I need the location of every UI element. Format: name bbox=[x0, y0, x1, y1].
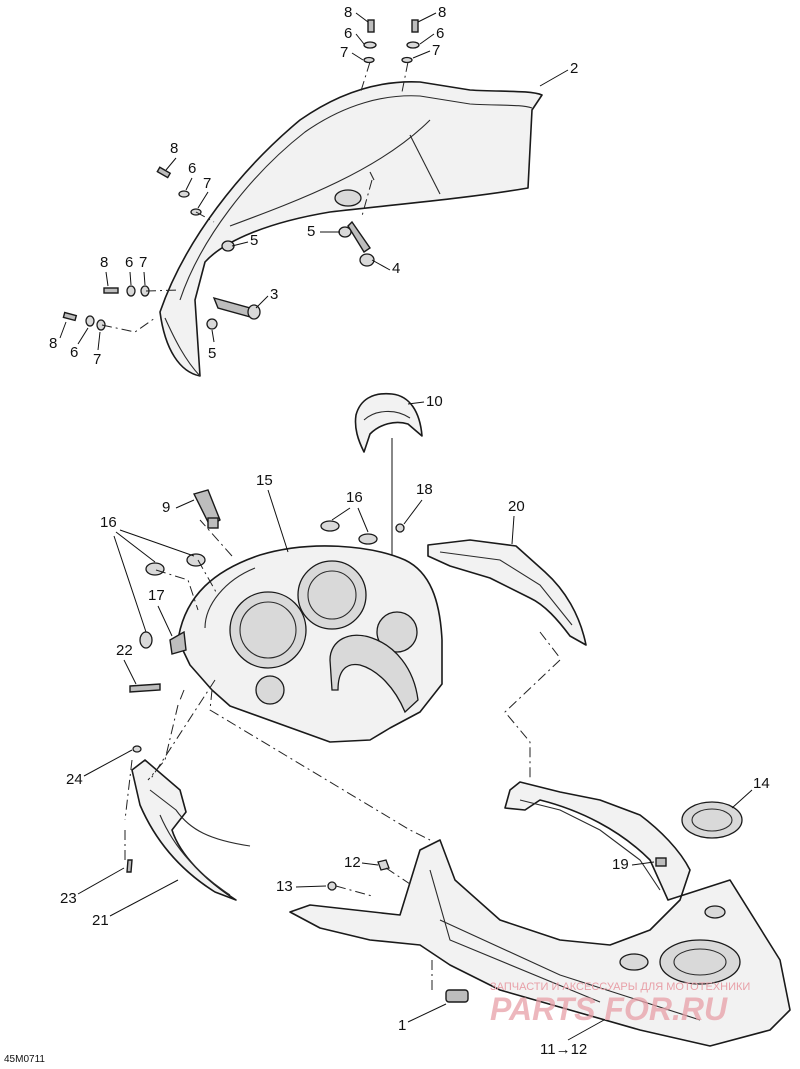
lower-fairing-1 bbox=[289, 781, 791, 1047]
callout-20: 20 bbox=[508, 498, 525, 515]
callout-8: 8 bbox=[438, 4, 446, 21]
callout-15: 15 bbox=[256, 472, 273, 489]
callout-7: 7 bbox=[139, 254, 147, 271]
callout-22: 22 bbox=[116, 642, 133, 659]
grommet bbox=[186, 553, 206, 567]
callout-21: 21 bbox=[92, 912, 109, 929]
connector-9 bbox=[192, 489, 221, 529]
side-trim-20 bbox=[427, 539, 587, 646]
grommet bbox=[320, 520, 340, 532]
callout-16: 16 bbox=[346, 489, 363, 506]
callout-24: 24 bbox=[66, 771, 83, 788]
side-trim-21 bbox=[131, 759, 251, 901]
callout-8: 8 bbox=[344, 4, 352, 21]
windshield-cowl bbox=[159, 80, 543, 377]
callout-6: 6 bbox=[436, 25, 444, 42]
callout-8: 8 bbox=[49, 335, 57, 352]
callout-7: 7 bbox=[203, 175, 211, 192]
callout-12: 12 bbox=[344, 854, 361, 871]
reference-code: 45M0711 bbox=[4, 1054, 45, 1065]
grommet bbox=[358, 533, 378, 545]
callout-17: 17 bbox=[148, 587, 165, 604]
callout-3: 3 bbox=[270, 286, 278, 303]
callout-8: 8 bbox=[170, 140, 178, 157]
hardware-top-left bbox=[363, 19, 377, 64]
hardware-row-upper bbox=[103, 285, 150, 297]
callout-5: 5 bbox=[307, 223, 315, 240]
callout-4: 4 bbox=[392, 260, 400, 277]
callout-6: 6 bbox=[344, 25, 352, 42]
callout-23: 23 bbox=[60, 890, 77, 907]
callout-13: 13 bbox=[276, 878, 293, 895]
callout-9: 9 bbox=[162, 499, 170, 516]
callout-10: 10 bbox=[426, 393, 443, 410]
callout-14: 14 bbox=[753, 775, 770, 792]
watermark-brand: PARTS FOR.RU bbox=[490, 991, 728, 1027]
rivets-5 bbox=[206, 226, 352, 330]
hardware-top-right bbox=[401, 19, 420, 64]
watermark: ЗАПЧАСТИ И АКСЕССУАРЫ ДЛЯ МОТОТЕХНИКИ PA… bbox=[490, 981, 750, 1027]
hardware-row-lower bbox=[62, 311, 106, 331]
instrument-panel-15 bbox=[177, 545, 443, 743]
callout-18: 18 bbox=[416, 481, 433, 498]
callout-6: 6 bbox=[125, 254, 133, 271]
mirror-mount-3 bbox=[212, 296, 261, 320]
mirror-mount-4 bbox=[347, 220, 375, 267]
callout-6: 6 bbox=[188, 160, 196, 177]
callout-19: 19 bbox=[612, 856, 629, 873]
callout-16: 16 bbox=[100, 514, 117, 531]
grommet bbox=[145, 562, 165, 576]
callout-8: 8 bbox=[100, 254, 108, 271]
callout-5: 5 bbox=[208, 345, 216, 362]
callout-2: 2 bbox=[570, 60, 578, 77]
callout-6: 6 bbox=[70, 344, 78, 361]
callout-7: 7 bbox=[93, 351, 101, 368]
callout-1: 1 bbox=[398, 1017, 406, 1034]
callout-7: 7 bbox=[340, 44, 348, 61]
watermark-tagline: ЗАПЧАСТИ И АКСЕССУАРЫ ДЛЯ МОТОТЕХНИКИ bbox=[490, 981, 750, 993]
callouts: 8 6 7 8 6 7 2 8 6 7 5 5 5 4 3 bbox=[49, 4, 770, 1058]
callout-7: 7 bbox=[432, 42, 440, 59]
screw-top-4 bbox=[369, 171, 375, 181]
callout-5: 5 bbox=[250, 232, 258, 249]
grommet bbox=[139, 631, 153, 649]
visor-10 bbox=[354, 392, 423, 453]
callout-11-to-12: 11→12 bbox=[540, 1041, 587, 1058]
